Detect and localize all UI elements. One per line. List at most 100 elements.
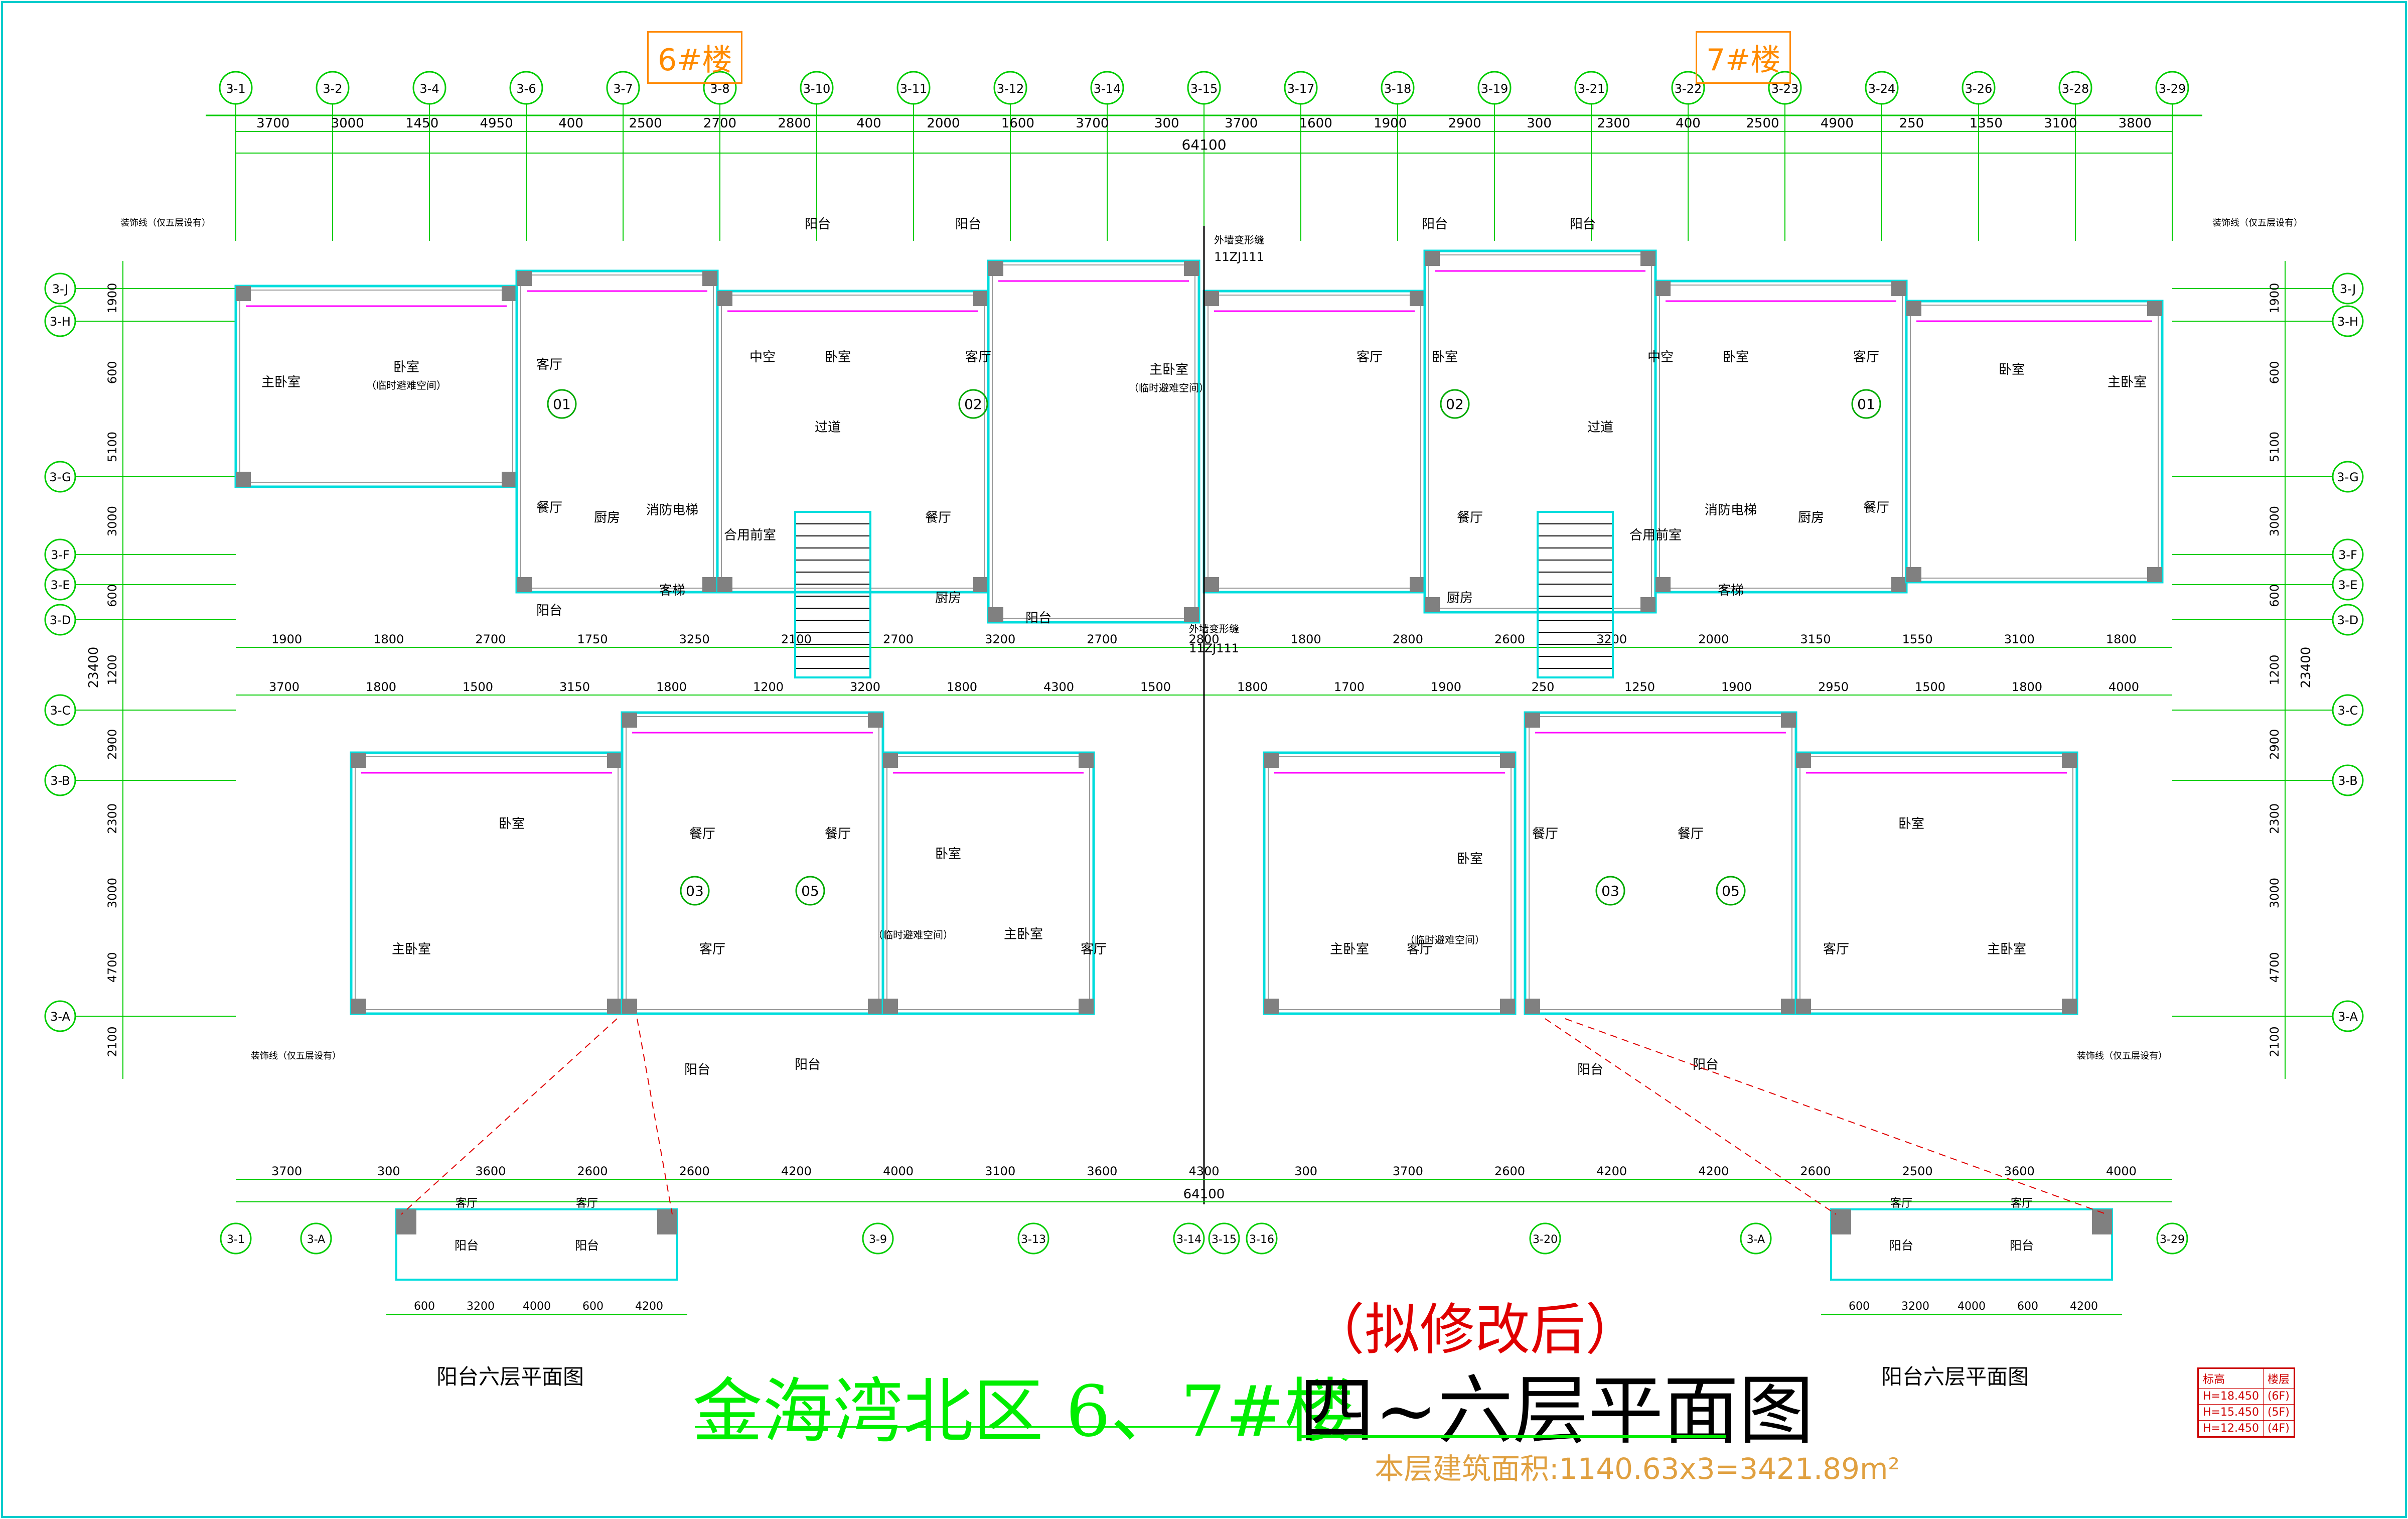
axis-label-3-24: 3-24 — [1868, 82, 1895, 96]
top-dim-23: 1350 — [1970, 116, 2003, 131]
bottom-axis-bubble-3-20 — [1529, 1222, 1561, 1255]
axis-label-right-3-D: 3-D — [2337, 613, 2358, 627]
bottom-axis-bubble-3-1 — [220, 1222, 252, 1255]
decor-note-1: 装饰线（仅五层设有） — [120, 218, 211, 228]
mid-dim-0-8: 2700 — [1087, 632, 1117, 646]
column — [1656, 281, 1671, 296]
room-label-1: 客厅 — [536, 357, 562, 372]
column — [607, 753, 622, 768]
room-label-18: 合用前室 — [724, 528, 776, 543]
shelter-label-4: （临时避难空间） — [873, 929, 953, 941]
left-dim-10: 2100 — [105, 1026, 119, 1057]
depth-dim-right: 23400 — [2299, 647, 2314, 688]
bottom-dim-0: 3700 — [271, 1164, 302, 1178]
unit-label-02: 02 — [964, 396, 982, 412]
inner-wall-2 — [721, 295, 985, 589]
unit-bubble-05 — [795, 876, 825, 906]
wall-block-12 — [1524, 711, 1797, 1015]
mid-dim-1-18: 1800 — [2012, 680, 2042, 694]
wall-block-8 — [350, 751, 624, 1015]
bottom-dim-2: 3600 — [475, 1164, 506, 1178]
room-label-32: 主卧室 — [1330, 942, 1369, 957]
bottom-axis-label-3-A: 3-A — [307, 1233, 326, 1246]
top-dim-1: 3000 — [331, 116, 364, 131]
mid-dim-1-10: 1800 — [1237, 680, 1268, 694]
room-label-45: 阳台 — [1693, 1057, 1719, 1072]
column — [988, 607, 1003, 622]
floor-4f: (4F) — [2263, 1420, 2294, 1437]
balcony-plan-living-1b: 客厅 — [2011, 1197, 2033, 1210]
left-dim-5: 1200 — [105, 654, 119, 685]
balcony-dim-0-2: 4000 — [523, 1300, 551, 1313]
mid-dim-1-7: 1800 — [947, 680, 977, 694]
inner-wall-11 — [1268, 756, 1512, 1010]
axis-label-left-3-B: 3-B — [50, 774, 70, 788]
room-label-44: 阳台 — [1577, 1062, 1603, 1077]
axis-label-3-15: 3-15 — [1190, 82, 1218, 96]
column — [1079, 999, 1094, 1014]
balcony-dim-1-4: 4200 — [2070, 1300, 2098, 1313]
bottom-axis-label-3-16: 3-16 — [1249, 1233, 1274, 1246]
wall-block-11 — [1263, 751, 1517, 1015]
floor-header: 楼层 — [2263, 1368, 2294, 1389]
bottom-axis-bubble-3-9 — [862, 1222, 894, 1255]
mid-dim-1-0: 3700 — [269, 680, 299, 694]
axis-label-right-3-E: 3-E — [2338, 578, 2357, 592]
bottom-axis-label-3-1: 3-1 — [227, 1233, 245, 1246]
top-dim-15: 1900 — [1374, 116, 1407, 131]
axis-label-left-3-J: 3-J — [52, 282, 68, 296]
mid-dim-1-12: 1900 — [1431, 680, 1461, 694]
ref-note-1: 11ZJ111 — [1214, 250, 1264, 264]
room-label-4: 卧室 — [825, 350, 851, 365]
axis-label-left-3-E: 3-E — [50, 578, 70, 592]
room-label-5: 客厅 — [965, 350, 991, 365]
axis-label-3-18: 3-18 — [1384, 82, 1411, 96]
right-dim-10: 2100 — [2268, 1026, 2282, 1057]
bottom-axis-label-3-9: 3-9 — [869, 1233, 887, 1246]
axis-label-left-3-C: 3-C — [50, 704, 71, 718]
projection-line-3 — [1565, 1018, 2108, 1215]
column — [2092, 1209, 2112, 1234]
column — [973, 291, 988, 306]
bottom-axis-bubble-3-13 — [1017, 1222, 1049, 1255]
mid-dim-1-3: 3150 — [559, 680, 590, 694]
balcony-plan-0 — [395, 1208, 678, 1281]
top-dim-12: 300 — [1154, 116, 1179, 131]
column — [517, 271, 532, 286]
axis-label-left-3-H: 3-H — [50, 315, 71, 329]
inner-wall-10 — [886, 756, 1090, 1010]
column — [1525, 713, 1540, 728]
mid-dim-1-15: 1900 — [1721, 680, 1752, 694]
axis-label-3-23: 3-23 — [1771, 82, 1798, 96]
column — [702, 577, 717, 592]
column — [1891, 577, 1906, 592]
bottom-axis-label-3-15: 3-15 — [1212, 1233, 1237, 1246]
room-label-27: 客厅 — [1081, 942, 1107, 957]
room-label-43: 阳台 — [795, 1057, 821, 1072]
column — [502, 286, 517, 301]
left-dim-2: 5100 — [105, 432, 119, 462]
room-label-22: 厨房 — [1447, 591, 1473, 606]
bottom-axis-label-3-A: 3-A — [1747, 1233, 1765, 1246]
column — [988, 261, 1003, 276]
top-dim-17: 300 — [1527, 116, 1552, 131]
column — [502, 472, 517, 487]
axis-label-3-22: 3-22 — [1675, 82, 1702, 96]
balcony-plan-room-1b: 阳台 — [2010, 1238, 2034, 1253]
mid-dim-0-6: 2700 — [883, 632, 914, 646]
bottom-axis-label-3-14: 3-14 — [1176, 1233, 1201, 1246]
room-labels: 主卧室客厅卧室中空卧室客厅主卧室客厅卧室中空卧室客厅卧室主卧室餐厅餐厅餐厅餐厅合… — [120, 217, 2303, 1077]
room-label-9: 中空 — [1647, 350, 1674, 365]
unit-label-03: 03 — [686, 883, 704, 899]
left-dim-3: 3000 — [105, 506, 119, 536]
column — [1204, 291, 1219, 306]
column — [1796, 999, 1811, 1014]
axis-label-left-3-A: 3-A — [50, 1010, 70, 1024]
balcony-dim-0-1: 3200 — [467, 1300, 495, 1313]
shelter-label-1: （临时避难空间） — [366, 379, 446, 391]
bottom-dim-6: 4000 — [883, 1164, 914, 1178]
axis-label-right-3-J: 3-J — [2340, 282, 2356, 296]
bottom-axis-label-3-20: 3-20 — [1533, 1233, 1558, 1246]
